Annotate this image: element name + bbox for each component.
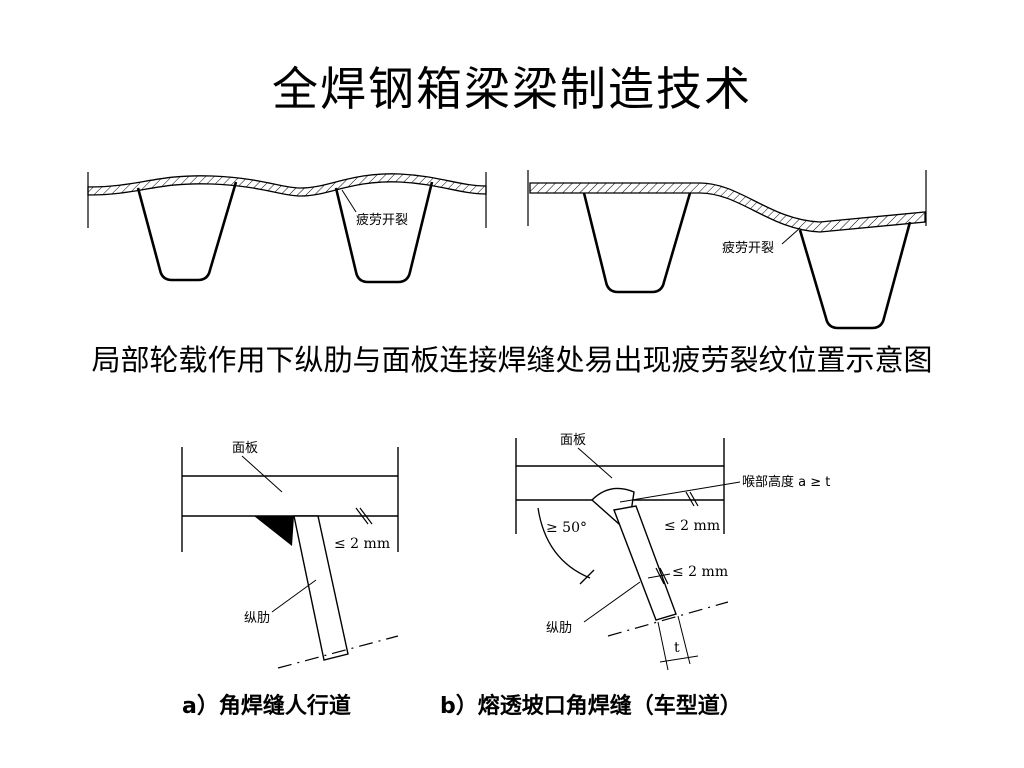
gap-tick-2	[359, 507, 373, 525]
detail-a-fillet-weld: 面板 纵肋 ≤ 2 mm	[181, 441, 399, 669]
deck-plate-wavy	[87, 173, 487, 197]
rib-base-line	[277, 635, 399, 669]
crack-label-right: 疲劳开裂	[722, 240, 774, 256]
thickness-ext-1	[657, 621, 669, 671]
u-rib-left-2	[334, 181, 434, 284]
crack-leader-right	[781, 227, 801, 245]
rib-label-a: 纵肋	[244, 611, 270, 626]
figure-subtitle: 局部轮载作用下纵肋与面板连接焊缝处易出现疲劳裂纹位置示意图	[91, 343, 933, 377]
deck-label-b: 面板	[560, 433, 586, 448]
gap-label-b1: ≤ 2 mm	[664, 518, 720, 534]
gap-tick-b2a	[655, 567, 665, 585]
deck-deformation-diagram-right: 疲劳开裂	[527, 170, 927, 330]
caption-a: a）角焊缝人行道	[182, 694, 351, 719]
gap-tick-b1a	[685, 491, 695, 507]
deck-label-a: 面板	[232, 441, 258, 456]
gap-tick-b2b	[659, 567, 669, 585]
rib-label-leader-b	[583, 581, 641, 623]
rib-label-b: 纵肋	[546, 621, 572, 636]
deck-plate-offset	[529, 182, 926, 233]
detail-b-groove-weld: 面板 纵肋 喉部高度 a ≥ t ≥ 50° ≤ 2 mm ≤ 2 mm t	[515, 433, 830, 671]
rib-plate-b	[613, 505, 677, 621]
crack-label-left: 疲劳开裂	[356, 212, 408, 228]
deck-deformation-diagram-left: 疲劳开裂	[87, 172, 487, 284]
rib-base-line-b	[607, 601, 729, 637]
rib-label-leader	[271, 579, 317, 613]
u-rib-right-1	[582, 192, 692, 294]
arc-tick	[579, 569, 595, 585]
rib-plate	[293, 515, 349, 661]
u-rib-right-2	[798, 221, 912, 330]
throat-leader	[619, 481, 741, 503]
crack-leader-left	[341, 189, 357, 213]
throat-label: 喉部高度 a ≥ t	[742, 474, 830, 490]
fillet-weld	[254, 516, 294, 546]
gap-label-b2: ≤ 2 mm	[672, 564, 728, 580]
deck-label-leader	[241, 455, 283, 493]
thickness-ext-2	[677, 615, 691, 665]
gap-label-a: ≤ 2 mm	[334, 536, 390, 552]
gap-dim-b2	[647, 573, 671, 579]
thickness-dim	[659, 655, 699, 663]
angle-label: ≥ 50°	[546, 520, 587, 536]
bevel-angle-arc	[537, 507, 591, 579]
u-rib-left-1	[136, 181, 238, 282]
deck-label-leader-b	[577, 447, 613, 479]
gap-tick-b1b	[689, 491, 699, 507]
caption-b: b）熔透坡口角焊缝（车型道）	[440, 694, 742, 719]
thickness-label: t	[674, 640, 680, 656]
gap-tick-1	[355, 507, 369, 525]
slide-title: 全焊钢箱梁梁制造技术	[272, 62, 752, 116]
